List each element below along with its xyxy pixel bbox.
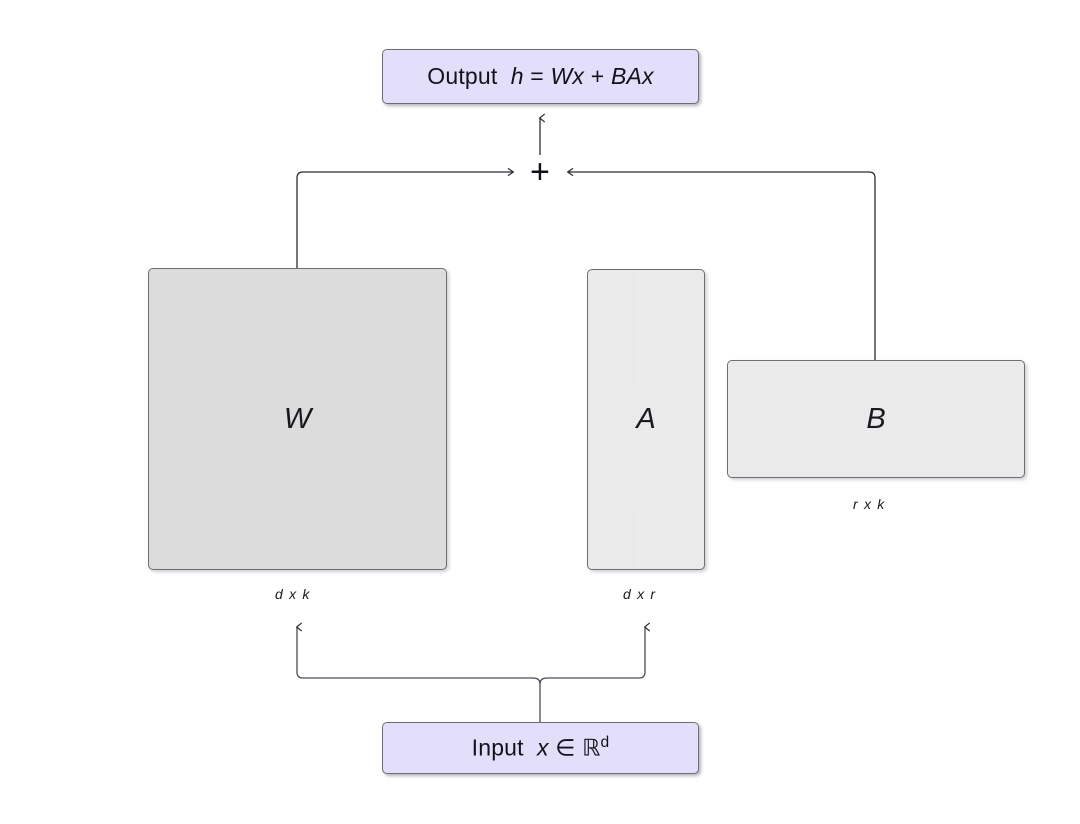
output-lhs: h: [510, 63, 524, 89]
matrix-a-block[interactable]: A: [587, 269, 705, 570]
input-node-label: Input x ∈ ℝd: [472, 734, 610, 762]
input-set: ℝ: [582, 734, 601, 761]
matrix-w-block[interactable]: W: [148, 268, 447, 570]
output-term2: BAx: [610, 63, 654, 89]
matrix-b-block[interactable]: B: [727, 360, 1025, 478]
output-prefix: Output: [427, 63, 498, 89]
output-eq: =: [530, 63, 551, 89]
output-node[interactable]: Output h = Wx + BAx: [382, 49, 699, 104]
output-node-label: Output h = Wx + BAx: [427, 63, 654, 90]
input-member: ∈: [555, 734, 583, 761]
matrix-a-dims: d x r: [623, 586, 657, 602]
matrix-b-dims: r x k: [853, 496, 886, 512]
wire-input-to-w: [296, 622, 541, 685]
wire-b-to-sum: [567, 168, 876, 360]
matrix-w-dims: d x k: [275, 586, 311, 602]
matrix-a-label: A: [636, 403, 656, 435]
sum-junction: +: [530, 153, 550, 191]
wire-w-to-sum: [296, 168, 514, 268]
output-term1: Wx: [550, 63, 585, 89]
input-prefix: Input: [471, 734, 524, 761]
matrix-w-label: W: [283, 402, 312, 435]
input-node[interactable]: Input x ∈ ℝd: [382, 722, 699, 774]
output-plus: +: [590, 63, 611, 89]
input-exponent: d: [600, 734, 610, 752]
input-variable: x: [536, 734, 549, 761]
wire-input-to-a: [539, 622, 650, 685]
matrix-b-label: B: [866, 402, 886, 435]
